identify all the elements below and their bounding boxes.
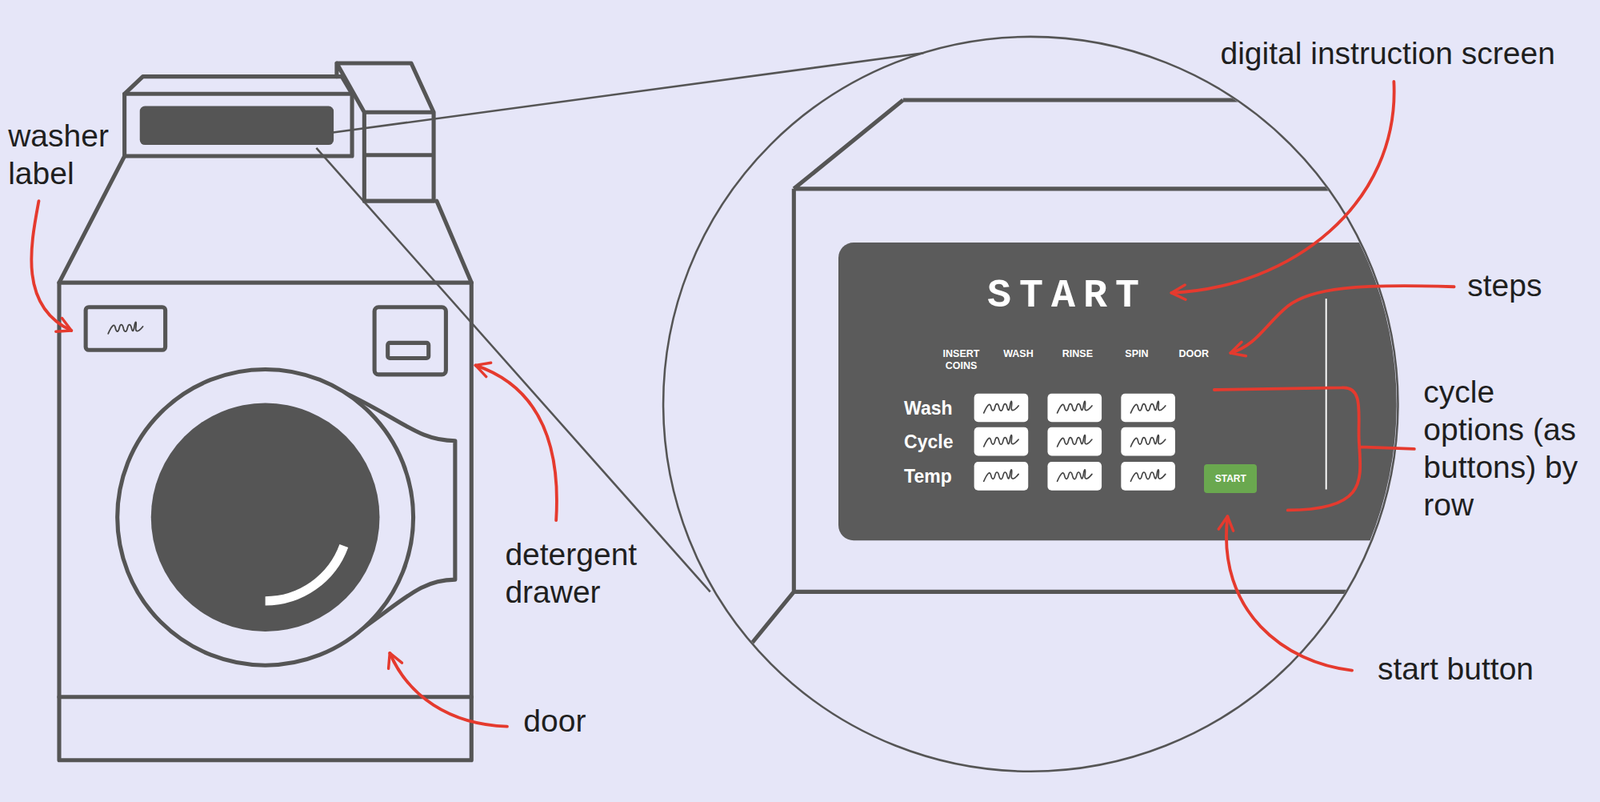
step-label: RINSE [1062,348,1093,360]
cycle-button [1121,461,1176,491]
door-glass [151,403,380,632]
row-label: Wash [904,396,953,420]
cycle-button [1048,461,1103,491]
button-scribble [1057,469,1092,481]
panel-divider [1325,299,1328,490]
callout-label: washer label [8,116,128,192]
leader-arrow [1226,516,1352,670]
control-housing [124,93,352,156]
callout-label: door [523,701,586,740]
button-scribble [1131,401,1166,413]
callout-label: digital instruction screen [1220,34,1556,72]
side-box [336,63,434,201]
top-face [124,76,352,95]
callout-label: start button [1377,649,1534,688]
button-scribble [984,435,1019,447]
callout-label: detergent drawer [504,535,665,611]
screen [140,106,334,145]
button-scribble [984,401,1019,413]
button-scribble [1131,469,1166,481]
button-scribble [1057,435,1092,447]
zoom-lines [316,52,924,592]
label-scribble [108,321,143,333]
cycle-button [1048,427,1103,456]
cycle-button [1121,427,1176,456]
cycle-button [1048,393,1103,423]
detergent-drawer [374,307,446,375]
cycle-button [974,393,1029,423]
cycle-button [974,427,1029,456]
button-label: START [1215,472,1247,484]
button-scribble [984,469,1019,481]
row-label: Temp [904,464,952,488]
callout-label: steps [1467,266,1542,304]
washer-body [59,282,472,760]
step-label: WASH [1003,348,1034,360]
control-panel: START INSERT COINS WASH RINSE SPIN DOOR WashCy… [838,242,1400,540]
button-scribble [1057,401,1092,413]
step-label: DOOR [1179,348,1210,360]
button-scribble [1131,435,1166,447]
washer-shoulder [59,156,472,283]
bracket [1214,387,1415,510]
leader-arrow [31,200,72,331]
cycle-button [974,461,1029,491]
step-label: INSERT COINS [939,348,984,372]
drawer-slot [388,342,429,358]
step-label: SPIN [1124,348,1148,360]
base-line [59,694,472,699]
washer-label-plate [85,307,165,351]
door-ring [117,368,414,665]
cycle-button [1121,393,1176,423]
start-button: START [1204,464,1257,493]
leader-arrow [475,364,557,520]
callout-label: cycle options (as buttons) by row [1423,372,1588,524]
leader-arrow [1230,285,1454,353]
leader-arrow [389,652,508,727]
leader-arrow [1171,81,1394,293]
panel-ground [838,242,1400,540]
glass-highlight [265,545,344,601]
screen-message: START [987,272,1148,320]
row-label: Cycle [904,430,953,453]
